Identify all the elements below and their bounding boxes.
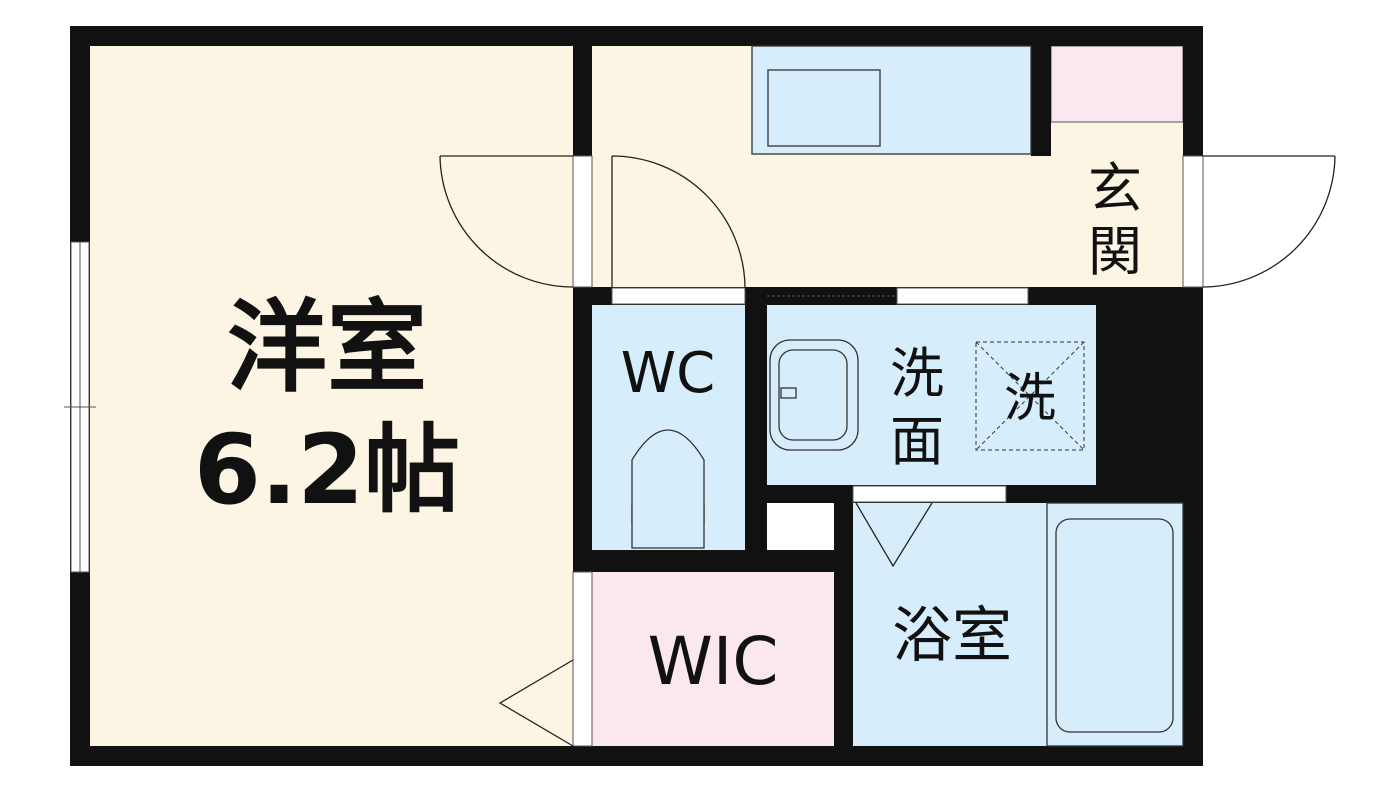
entrance-door-swing — [1202, 155, 1336, 288]
outer-wall-top — [70, 26, 1203, 46]
wic-folding-door — [498, 659, 574, 747]
western-room-door-gap — [572, 155, 593, 288]
entrance-label-line1: 玄 — [1088, 157, 1142, 220]
door-swings — [439, 155, 1336, 747]
kitchen-sink — [767, 69, 881, 147]
partition-wic-bathroom — [834, 485, 853, 746]
partition-toilet-washroom — [745, 287, 767, 572]
washroom-door-gap — [896, 287, 1029, 305]
partition-kitchen-entrance — [1031, 46, 1051, 156]
outer-wall-right — [1183, 26, 1203, 766]
outer-wall-bottom — [70, 746, 1203, 766]
bathroom-label: 浴室 — [892, 601, 1012, 671]
toilet-label: WC — [621, 341, 715, 406]
toilet-bowl — [631, 429, 705, 549]
washroom-label-line2: 面 — [890, 410, 944, 473]
toilet-door-gap — [611, 287, 746, 305]
entrance-door-gap — [1182, 155, 1204, 288]
washroom-label-line1: 洗 — [890, 342, 944, 405]
labels: 洋室 6.2帖 WC WIC 洗 面 洗 浴室 玄 関 — [194, 157, 1142, 700]
toilet-door-swing — [611, 155, 746, 289]
western-room-door-swing — [439, 155, 574, 288]
washer-diagonal-b — [975, 341, 1085, 451]
wic-label: WIC — [648, 623, 779, 700]
bathroom-folding-door — [855, 502, 933, 568]
washbasin-faucet — [780, 387, 797, 399]
entrance-label-line2: 関 — [1088, 220, 1142, 283]
bathroom-door-gap — [852, 485, 1007, 503]
fixtures — [631, 45, 1184, 747]
shoe-storage — [1050, 45, 1184, 123]
washbasin-bowl — [778, 349, 848, 441]
entrance-floor — [1047, 122, 1183, 287]
wic-door-gap — [572, 571, 593, 747]
washer-diagonal-a — [975, 341, 1085, 451]
pipe-space — [1096, 287, 1183, 503]
western-room-floor — [90, 46, 573, 746]
wic-floor — [592, 572, 834, 746]
washer-space-label: 洗 — [1004, 369, 1056, 429]
partition-toilet-wic — [592, 550, 853, 572]
bathtub-inner — [1055, 518, 1174, 733]
western-room-size: 6.2帖 — [194, 414, 460, 526]
western-room-name: 洋室 — [227, 289, 427, 406]
